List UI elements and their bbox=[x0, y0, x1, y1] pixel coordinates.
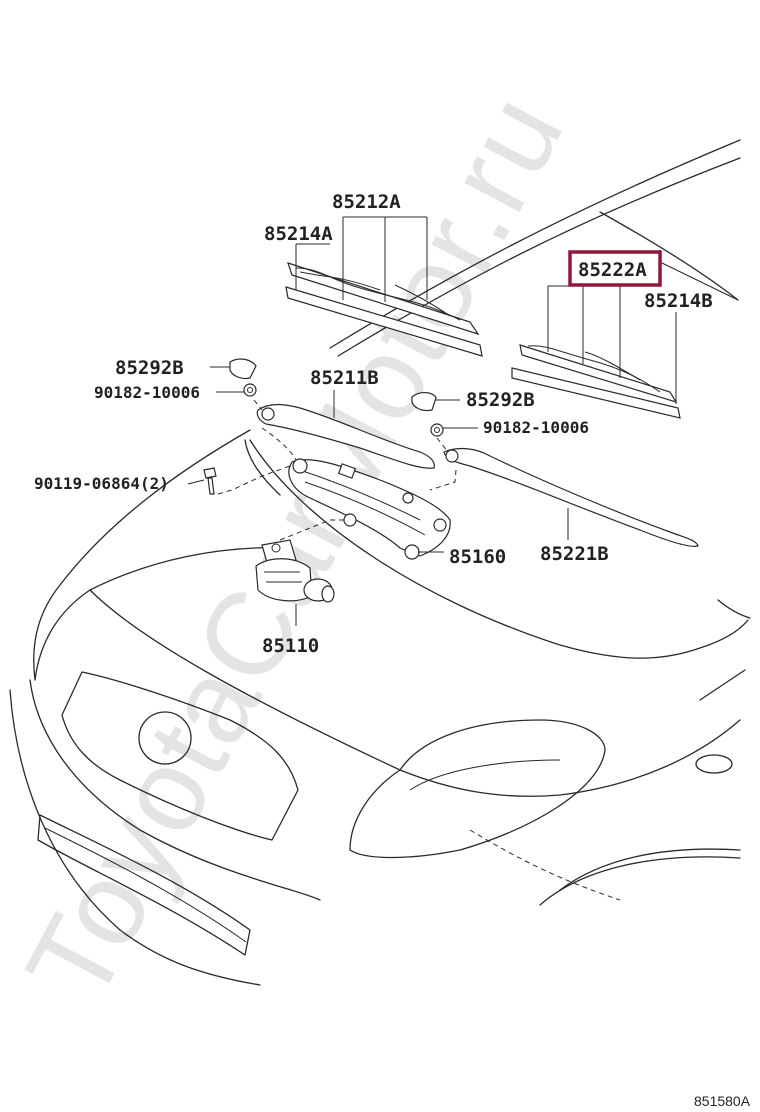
wiper-arm-right bbox=[443, 447, 699, 547]
label-cap-left[interactable]: 85292B bbox=[115, 357, 184, 379]
label-link[interactable]: 85160 bbox=[449, 546, 506, 568]
label-blade-rubber-left[interactable]: 85214A bbox=[264, 223, 333, 245]
car-body-outline bbox=[9, 139, 751, 986]
leader-lines bbox=[187, 216, 739, 626]
wiper-motor bbox=[255, 539, 335, 603]
nut-left bbox=[243, 383, 257, 397]
cap-right bbox=[411, 392, 437, 412]
label-nut-right[interactable]: 90182-10006 bbox=[483, 418, 589, 437]
wiper-link-assembly bbox=[288, 458, 451, 560]
bolt bbox=[203, 467, 217, 495]
label-blade-assy-right[interactable]: 85222A bbox=[578, 259, 647, 281]
wiper-blade-right bbox=[511, 344, 681, 419]
assembly-lines bbox=[217, 399, 457, 541]
label-blade-assy-left[interactable]: 85212A bbox=[332, 191, 401, 213]
wiper-blade-left bbox=[285, 262, 483, 357]
nut-right bbox=[430, 423, 444, 437]
label-arm-left[interactable]: 85211B bbox=[310, 367, 379, 389]
label-bolt[interactable]: 90119-06864(2) bbox=[34, 474, 169, 493]
diagram-id: 851580A bbox=[694, 1093, 751, 1109]
highlight-box bbox=[568, 250, 662, 287]
label-nut-left[interactable]: 90182-10006 bbox=[94, 383, 200, 402]
wiper-arm-left bbox=[256, 403, 435, 469]
label-cap-right[interactable]: 85292B bbox=[466, 389, 535, 411]
label-motor[interactable]: 85110 bbox=[262, 635, 319, 657]
label-arm-right[interactable]: 85221B bbox=[540, 543, 609, 565]
label-blade-rubber-right[interactable]: 85214B bbox=[644, 290, 713, 312]
cap-left bbox=[229, 358, 257, 380]
